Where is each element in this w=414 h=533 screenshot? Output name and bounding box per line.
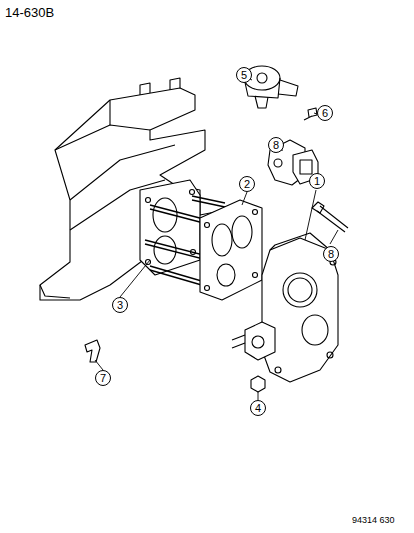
screw — [304, 108, 317, 120]
callout-number: 4 — [250, 400, 266, 416]
callout-number: 7 — [95, 370, 111, 386]
idle-air-control — [244, 66, 298, 108]
callout-number: 1 — [309, 173, 325, 189]
callout-number: 8 — [323, 246, 339, 262]
drawing-code: 94314 630 — [352, 516, 395, 525]
bolt — [312, 202, 348, 232]
vacuum-elbow — [85, 340, 100, 362]
callout-number: 2 — [239, 176, 255, 192]
callout-number: 8 — [268, 137, 284, 153]
nut — [251, 376, 265, 392]
callout-number: 3 — [112, 297, 128, 313]
callout-number: 6 — [317, 105, 333, 121]
intake-manifold — [40, 78, 225, 300]
callout-number: 5 — [236, 67, 252, 83]
leader-lines — [95, 78, 338, 400]
throttle-body — [232, 233, 338, 382]
gasket — [200, 200, 262, 300]
figure-number: 14-630B — [5, 6, 54, 19]
